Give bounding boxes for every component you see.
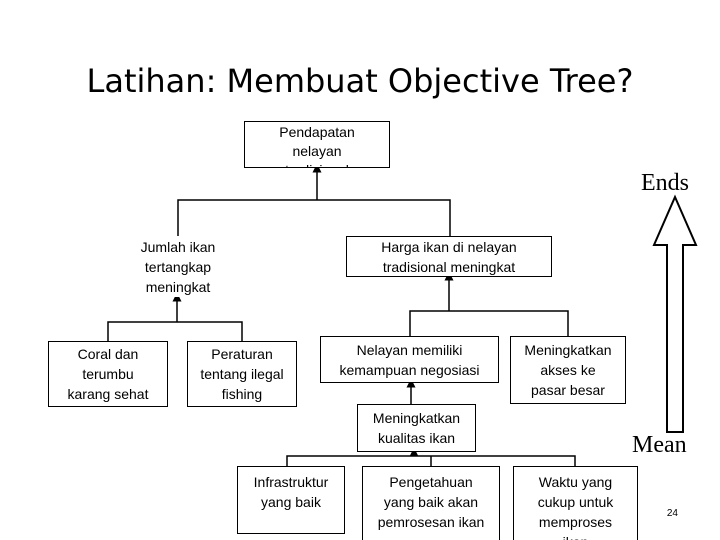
node-jumlah-label: Jumlah ikan tertangkap meningkat bbox=[140, 238, 216, 295]
node-peraturan: Peraturan tentang ilegal fishing bbox=[187, 341, 297, 407]
node-peraturan-label: Peraturan tentang ilegal fishing bbox=[200, 346, 284, 402]
node-harga: Harga ikan di nelayan tradisional mening… bbox=[346, 236, 552, 277]
node-pengetahuan: Pengetahuan yang baik akan pemrosesan ik… bbox=[362, 466, 500, 540]
node-kualitas-label: Meningkatkan kualitas ikan bbox=[372, 410, 461, 446]
node-waktu: Waktu yang cukup untuk memproses ikan bbox=[513, 466, 638, 540]
node-coral: Coral dan terumbu karang sehat bbox=[48, 341, 168, 407]
mean-label: Mean bbox=[632, 432, 687, 458]
connector-jumlah bbox=[107, 321, 243, 341]
node-nelayan-negosiasi: Nelayan memiliki kemampuan negosiasi bbox=[320, 336, 499, 383]
node-akses: Meningkatkan akses ke pasar besar bbox=[510, 336, 626, 404]
node-root-label: Pendapatan nelayan tradisional meningkat bbox=[279, 124, 355, 167]
node-infrastruktur: Infrastruktur yang baik bbox=[237, 466, 345, 534]
ends-label: Ends bbox=[641, 170, 689, 196]
node-pengetahuan-label: Pengetahuan yang baik akan pemrosesan ik… bbox=[377, 474, 485, 530]
node-nelayan-negosiasi-label: Nelayan memiliki kemampuan negosiasi bbox=[339, 341, 480, 378]
connector-level1 bbox=[177, 199, 451, 236]
node-akses-label: Meningkatkan akses ke pasar besar bbox=[524, 342, 612, 398]
node-jumlah: Jumlah ikan tertangkap meningkat bbox=[120, 236, 236, 297]
node-root: Pendapatan nelayan tradisional meningkat bbox=[244, 121, 390, 168]
node-coral-label: Coral dan terumbu karang sehat bbox=[67, 346, 149, 402]
connector-harga bbox=[409, 310, 569, 336]
node-harga-label: Harga ikan di nelayan tradisional mening… bbox=[381, 238, 517, 275]
slide-title: Latihan: Membuat Objective Tree? bbox=[86, 62, 634, 100]
page-number: 24 bbox=[666, 508, 678, 519]
node-kualitas: Meningkatkan kualitas ikan bbox=[357, 404, 476, 452]
node-infrastruktur-label: Infrastruktur yang baik bbox=[253, 474, 329, 510]
node-waktu-label: Waktu yang cukup untuk memproses ikan bbox=[537, 474, 614, 540]
means-ends-arrow bbox=[652, 194, 698, 433]
